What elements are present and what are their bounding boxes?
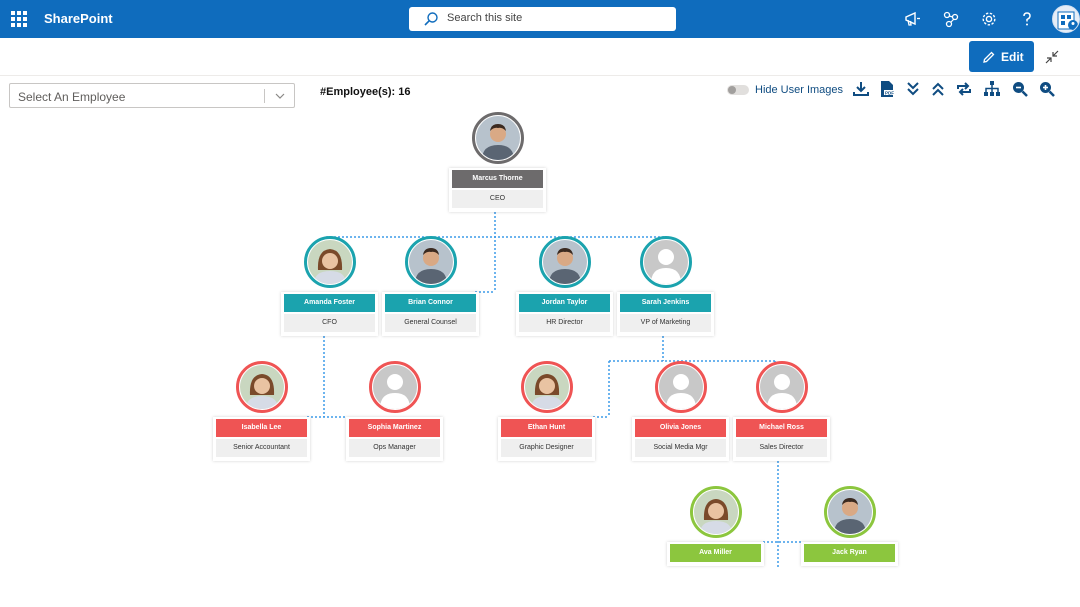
select-divider — [264, 89, 265, 103]
avatar — [408, 240, 453, 284]
employee-role: General Counsel — [385, 314, 476, 332]
employee-card-jordan-taylor[interactable]: Jordan Taylor HR Director — [516, 292, 613, 336]
avatar — [372, 365, 417, 409]
employee-name: Sophia Martinez — [349, 419, 440, 437]
employee-role: VP of Marketing — [620, 314, 711, 332]
search-placeholder: Search this site — [447, 12, 523, 24]
avatar — [658, 365, 703, 409]
employee-photo-ava-miller[interactable] — [689, 486, 742, 538]
employee-name: Ethan Hunt — [501, 419, 592, 437]
avatar — [693, 490, 738, 534]
employee-role: Senior Accountant — [216, 439, 307, 457]
employee-photo-marcus-thorne[interactable] — [471, 112, 524, 164]
employee-card-sarah-jenkins[interactable]: Sarah Jenkins VP of Marketing — [617, 292, 714, 336]
employee-name: Brian Connor — [385, 294, 476, 312]
avatar — [542, 240, 587, 284]
employee-select-placeholder: Select An Employee — [18, 90, 126, 104]
employee-name: Michael Ross — [736, 419, 827, 437]
hierarchy-icon[interactable] — [983, 80, 1001, 98]
pdf-icon[interactable]: PDF — [878, 80, 896, 98]
avatar — [307, 240, 352, 284]
share-icon[interactable] — [941, 9, 961, 29]
avatar — [475, 116, 520, 160]
org-connectors — [307, 212, 801, 567]
app-launcher-icon[interactable] — [11, 11, 27, 27]
hide-images-label: Hide User Images — [755, 84, 844, 96]
employee-photo-michael-ross[interactable] — [755, 361, 808, 413]
employee-role: CFO — [284, 314, 375, 332]
collapse-all-icon[interactable] — [929, 80, 947, 98]
employee-photo-amanda-foster[interactable] — [303, 236, 356, 288]
employee-photo-sarah-jenkins[interactable] — [639, 236, 692, 288]
pencil-icon — [983, 51, 995, 63]
employee-role: CEO — [452, 190, 543, 208]
employee-photo-jack-ryan[interactable] — [823, 486, 876, 538]
suite-bar: SharePoint Search this site — [0, 0, 1080, 38]
avatar — [239, 365, 284, 409]
employee-role: Ops Manager — [349, 439, 440, 457]
employee-card-ava-miller[interactable]: Ava Miller — [667, 542, 764, 566]
avatar — [643, 240, 688, 284]
svg-text:PDF: PDF — [885, 90, 894, 95]
megaphone-icon[interactable] — [903, 9, 923, 29]
zoom-out-icon[interactable] — [1011, 80, 1029, 98]
employee-name: Jack Ryan — [804, 544, 895, 562]
user-avatar[interactable] — [1052, 5, 1080, 33]
edit-label: Edit — [1001, 50, 1024, 64]
employee-name: Marcus Thorne — [452, 170, 543, 188]
employee-name: Sarah Jenkins — [620, 294, 711, 312]
employee-role: Sales Director — [736, 439, 827, 457]
employee-photo-olivia-jones[interactable] — [654, 361, 707, 413]
employee-select[interactable]: Select An Employee — [9, 83, 295, 108]
employee-name: Jordan Taylor — [519, 294, 610, 312]
rotate-icon[interactable] — [955, 80, 973, 98]
brand-title[interactable]: SharePoint — [44, 11, 113, 26]
employee-name: Olivia Jones — [635, 419, 726, 437]
employee-photo-brian-connor[interactable] — [404, 236, 457, 288]
expand-all-icon[interactable] — [904, 80, 922, 98]
download-icon[interactable] — [852, 80, 870, 98]
search-icon — [424, 12, 438, 26]
employee-name: Ava Miller — [670, 544, 761, 562]
employee-photo-ethan-hunt[interactable] — [520, 361, 573, 413]
search-input[interactable]: Search this site — [409, 7, 676, 31]
chevron-down-icon — [275, 93, 285, 99]
help-icon[interactable] — [1017, 9, 1037, 29]
employee-photo-sophia-martinez[interactable] — [368, 361, 421, 413]
command-bar — [0, 38, 1080, 76]
avatar — [524, 365, 569, 409]
employee-photo-jordan-taylor[interactable] — [538, 236, 591, 288]
employee-count: #Employee(s): 16 — [320, 86, 411, 98]
employee-role: Graphic Designer — [501, 439, 592, 457]
edit-button[interactable]: Edit — [969, 41, 1034, 72]
collapse-icon[interactable] — [1043, 48, 1061, 66]
zoom-in-icon[interactable] — [1038, 80, 1056, 98]
employee-name: Isabella Lee — [216, 419, 307, 437]
employee-name: Amanda Foster — [284, 294, 375, 312]
employee-photo-isabella-lee[interactable] — [235, 361, 288, 413]
employee-role: HR Director — [519, 314, 610, 332]
avatar — [827, 490, 872, 534]
settings-icon[interactable] — [979, 9, 999, 29]
employee-role: Social Media Mgr — [635, 439, 726, 457]
hide-images-toggle[interactable] — [727, 85, 749, 95]
employee-card-jack-ryan[interactable]: Jack Ryan — [801, 542, 898, 566]
avatar — [759, 365, 804, 409]
